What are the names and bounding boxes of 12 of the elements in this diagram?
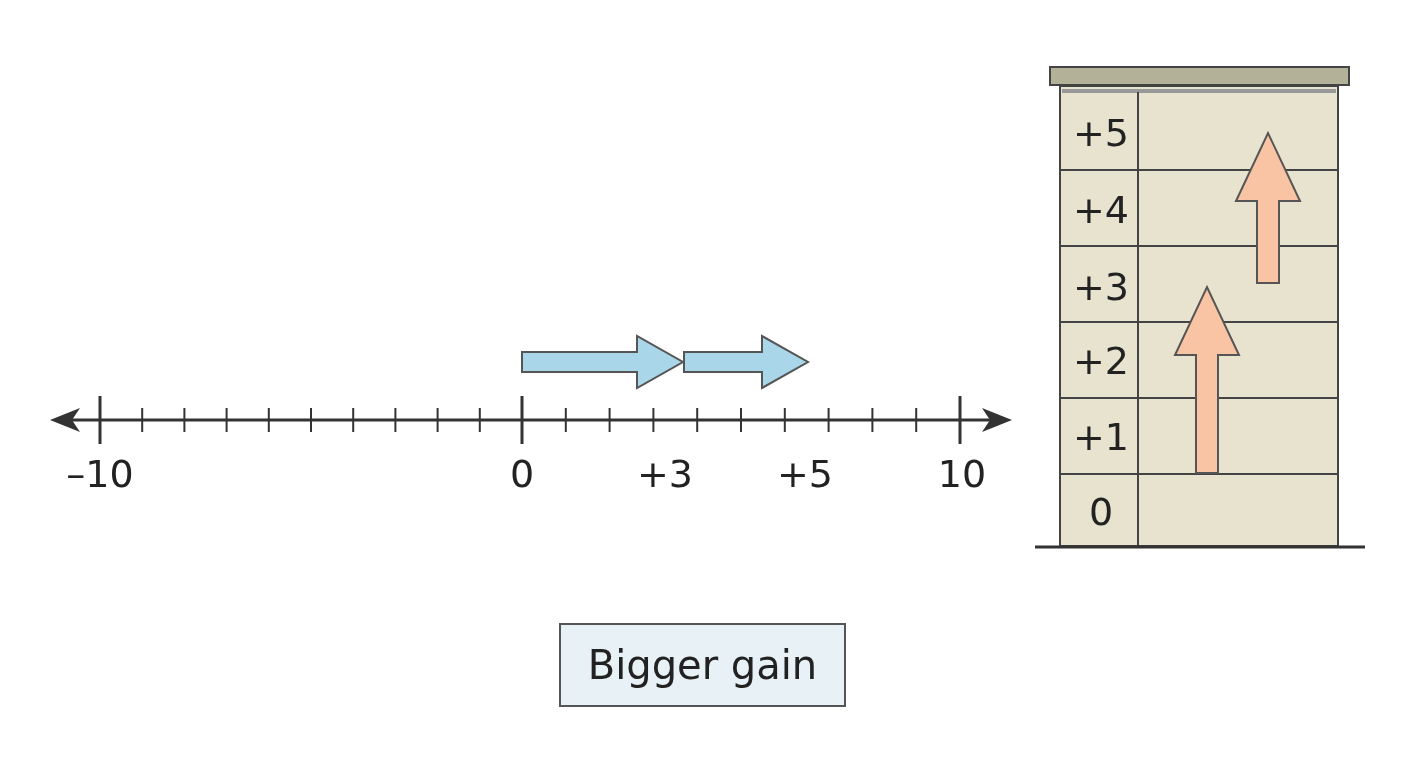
tick-label: –10 — [66, 455, 134, 493]
floor-label: +3 — [1073, 268, 1129, 306]
floor-label: +1 — [1073, 418, 1129, 456]
floor-label: +4 — [1073, 191, 1129, 229]
tick-label: +3 — [637, 455, 693, 493]
floor-label: +5 — [1073, 114, 1129, 152]
floor-label: +2 — [1073, 342, 1129, 380]
tick-label: 0 — [509, 455, 535, 493]
tick-label: 10 — [937, 455, 987, 493]
caption-box: Bigger gain — [559, 623, 846, 707]
tick-label: +5 — [777, 455, 833, 493]
floor-label: 0 — [1088, 493, 1114, 531]
